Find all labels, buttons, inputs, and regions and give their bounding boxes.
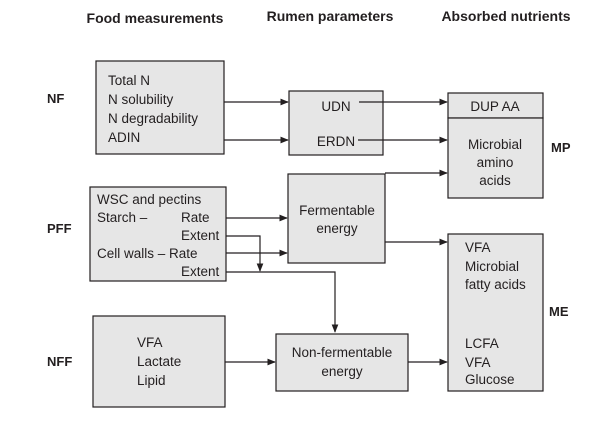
me-microbial: Microbial bbox=[465, 259, 519, 274]
arrow-cell-walls-extent-to-non-fermentable bbox=[226, 271, 339, 333]
pff-cell-walls-extent: Extent bbox=[181, 264, 220, 279]
arrow-starch-extent bbox=[226, 235, 264, 272]
nf-food-box bbox=[95, 60, 225, 155]
nf-total-n: Total N bbox=[108, 73, 150, 88]
pff-cell-walls-rate: Cell walls – Rate bbox=[97, 246, 198, 261]
nf-n-solubility: N solubility bbox=[108, 92, 174, 107]
pff-food-box bbox=[89, 186, 227, 282]
row-label-pff: PFF bbox=[47, 221, 72, 236]
me-nutrients-box bbox=[447, 233, 544, 392]
fermentable-line-2: energy bbox=[316, 221, 358, 236]
fermentable-line-1: Fermentable bbox=[299, 203, 375, 218]
me-vfa-2: VFA bbox=[465, 355, 491, 370]
pff-starch-extent: Extent bbox=[181, 228, 220, 243]
nff-vfa: VFA bbox=[137, 335, 163, 350]
nff-lactate: Lactate bbox=[137, 354, 181, 369]
header-food-measurements: Food measurements bbox=[87, 10, 224, 26]
erdn-label: ERDN bbox=[317, 134, 355, 149]
microbial-amino-acids-box bbox=[447, 117, 544, 199]
nf-adin: ADIN bbox=[108, 130, 140, 145]
header-rumen-parameters: Rumen parameters bbox=[267, 8, 394, 24]
nff-food-box bbox=[92, 315, 226, 408]
dup-aa-label: DUP AA bbox=[470, 99, 519, 114]
me-glucose: Glucose bbox=[465, 372, 515, 387]
me-vfa: VFA bbox=[465, 240, 491, 255]
pff-wsc-pectins: WSC and pectins bbox=[97, 192, 202, 207]
nff-lipid: Lipid bbox=[137, 373, 166, 388]
me-fatty-acids: fatty acids bbox=[465, 277, 526, 292]
microbial-aa-line-1: Microbial bbox=[468, 137, 522, 152]
row-label-nff: NFF bbox=[47, 354, 72, 369]
nf-n-degradability: N degradability bbox=[108, 111, 198, 126]
microbial-aa-line-3: acids bbox=[479, 173, 511, 188]
side-label-mp: MP bbox=[551, 140, 571, 155]
row-label-nf: NF bbox=[47, 91, 64, 106]
side-label-me: ME bbox=[549, 304, 569, 319]
me-lcfa: LCFA bbox=[465, 336, 499, 351]
pff-starch: Starch – bbox=[97, 210, 148, 225]
microbial-aa-line-2: amino bbox=[477, 155, 514, 170]
udn-label: UDN bbox=[321, 99, 350, 114]
non-fermentable-energy-box bbox=[275, 333, 409, 392]
non-fermentable-line-2: energy bbox=[321, 364, 363, 379]
header-absorbed-nutrients: Absorbed nutrients bbox=[441, 8, 570, 24]
non-fermentable-line-1: Non-fermentable bbox=[292, 345, 393, 360]
fermentable-energy-box bbox=[287, 173, 386, 264]
pff-starch-rate: Rate bbox=[181, 210, 210, 225]
